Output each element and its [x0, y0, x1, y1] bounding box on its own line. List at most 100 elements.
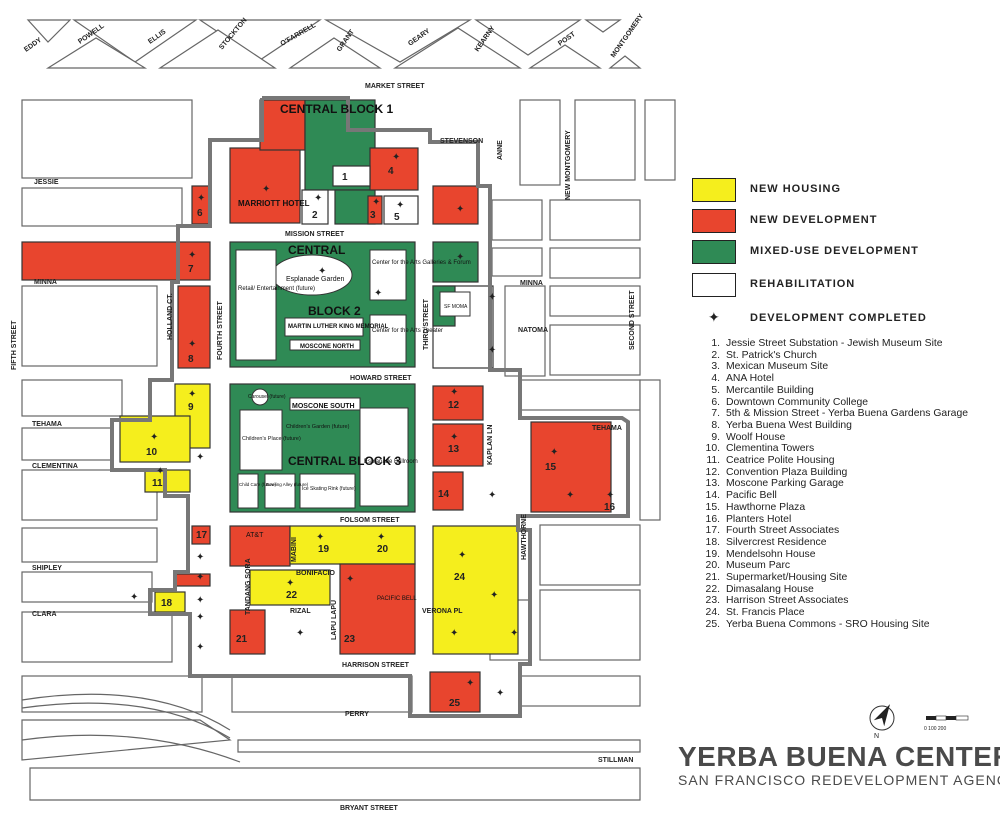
svg-text:✦: ✦ — [188, 389, 196, 400]
site-list-item: 5.Mercantile Building — [702, 385, 968, 397]
svg-text:VERONA PL: VERONA PL — [422, 608, 463, 615]
svg-text:TEHAMA: TEHAMA — [592, 425, 622, 432]
zone-7 — [21, 241, 211, 281]
svg-text:✦: ✦ — [466, 678, 474, 689]
site-list-item: 12.Convention Plaza Building — [702, 467, 968, 479]
site-number: 5. — [711, 384, 720, 396]
central-block-3-label: CENTRAL BLOCK 3 — [288, 454, 401, 468]
svg-text:18: 18 — [161, 598, 173, 609]
zone-12 — [432, 385, 484, 421]
site-name: Moscone Parking Garage — [726, 478, 844, 490]
svg-text:20: 20 — [377, 544, 389, 555]
site-number: 18. — [705, 536, 720, 548]
svg-text:✦: ✦ — [188, 250, 196, 261]
svg-text:✦: ✦ — [196, 572, 204, 583]
svg-text:LAPU LAPU: LAPU LAPU — [331, 600, 338, 640]
central-block-1-label: CENTRAL BLOCK 1 — [280, 102, 393, 116]
childrens-garden-label: Children's Garden (future) — [286, 424, 350, 430]
site-name: Pacific Bell — [726, 490, 777, 502]
svg-text:✦: ✦ — [392, 152, 400, 163]
svg-text:✦: ✦ — [566, 490, 574, 501]
completed-markers: ✦✦✦ ✦✦✦ ✦✦✦ ✦✦✦ ✦✦✦ ✦✦✦ ✦✦✦ ✦✦✦ ✦✦✦ ✦✦✦ … — [130, 152, 614, 699]
svg-text:JESSIE: JESSIE — [34, 179, 59, 186]
svg-text:✦: ✦ — [196, 552, 204, 563]
svg-text:✦: ✦ — [510, 628, 518, 639]
site-list-item: 7.5th & Mission Street - Yerba Buena Gar… — [702, 408, 968, 420]
site-number: 12. — [705, 466, 720, 478]
site-name: Yerba Buena Commons - SRO Housing Site — [726, 618, 930, 630]
zone-10 — [119, 415, 191, 463]
att-label: AT&T — [246, 532, 264, 539]
site-number: 11. — [706, 455, 720, 467]
svg-text:✦: ✦ — [450, 628, 458, 639]
rail-curves — [21, 693, 241, 763]
mlk-label: MARTIN LUTHER KING MEMORIAL — [288, 324, 389, 330]
svg-text:13: 13 — [448, 444, 460, 455]
svg-text:BONIFACIO: BONIFACIO — [296, 570, 335, 577]
pacific-bell-label: PACIFIC BELL — [377, 596, 417, 602]
svg-text:BRYANT STREET: BRYANT STREET — [340, 805, 399, 812]
svg-text:✦: ✦ — [458, 550, 466, 561]
site-name: Yerba Buena West Building — [726, 419, 852, 431]
site-list-item: 13.Moscone Parking Garage — [702, 478, 968, 490]
site-number: 14. — [705, 490, 720, 502]
svg-text:21: 21 — [236, 634, 248, 645]
svg-text:4: 4 — [388, 166, 394, 177]
zone-11 — [144, 469, 191, 493]
completed-star-icon: ✦ — [708, 309, 720, 325]
site-list: 1.Jessie Street Substation - Jewish Muse… — [702, 338, 968, 631]
esplanade-ballroom-label: Esplanade Ballroom — [364, 459, 418, 465]
site-list-item: 11.Ceatrice Polite Housing — [702, 455, 968, 467]
site-number: 19. — [705, 548, 720, 560]
svg-text:✦: ✦ — [372, 197, 380, 208]
svg-text:FOURTH STREET: FOURTH STREET — [217, 301, 224, 360]
site-list-item: 24.St. Francis Place — [702, 607, 968, 619]
site-name: St. Francis Place — [726, 607, 805, 619]
svg-text:0 100 200: 0 100 200 — [924, 726, 946, 732]
site-name: Downtown Community College — [726, 396, 869, 408]
page-subtitle: SAN FRANCISCO REDEVELOPMENT AGENCY — [678, 772, 1000, 788]
area-labels: CENTRAL BLOCK 1 MARRIOTT HOTEL CENTRAL E… — [238, 102, 471, 602]
site-number: 2. — [711, 349, 720, 361]
site-number: 22. — [705, 583, 720, 595]
site-name: Mendelsohn House — [726, 548, 816, 560]
site-name: Woolf House — [726, 431, 786, 443]
svg-text:✦: ✦ — [346, 574, 354, 585]
site-name: St. Patrick's Church — [726, 349, 817, 361]
site-name: Jessie Street Substation - Jewish Museum… — [726, 338, 943, 349]
svg-text:✦: ✦ — [374, 288, 382, 299]
svg-text:✦: ✦ — [316, 532, 324, 543]
site-list-item: 16.Planters Hotel — [702, 514, 968, 526]
site-list-item: 19. Mendelsohn House — [702, 549, 968, 561]
svg-text:HOWARD STREET: HOWARD STREET — [350, 375, 412, 382]
svg-text:✦: ✦ — [197, 193, 205, 204]
mixed-use-swatch — [692, 240, 736, 264]
svg-text:12: 12 — [448, 400, 460, 411]
site-number: 8. — [711, 419, 720, 431]
svg-text:✦: ✦ — [296, 628, 304, 639]
site-list-item: 6. Downtown Community College — [702, 397, 968, 409]
svg-text:HAWTHORNE: HAWTHORNE — [521, 514, 528, 560]
site-list-item: 9.Woolf House — [702, 432, 968, 444]
site-number: 6. — [711, 396, 720, 408]
site-number: 4. — [711, 373, 720, 385]
svg-text:✦: ✦ — [550, 447, 558, 458]
site-numbers: 1 2 3 4 5 6 7 8 9 10 11 12 13 14 15 16 1… — [146, 166, 616, 709]
site-number: 23. — [705, 595, 720, 607]
svg-text:14: 14 — [438, 489, 450, 500]
site-list-item: 4.ANA Hotel — [702, 373, 968, 385]
svg-text:✦: ✦ — [196, 452, 204, 463]
svg-text:CLEMENTINA: CLEMENTINA — [32, 463, 78, 470]
esplanade-garden-label: Esplanade Garden — [286, 276, 344, 283]
svg-text:2: 2 — [312, 210, 318, 221]
svg-text:5: 5 — [394, 212, 400, 223]
scale-bar: 0 100 200 — [924, 715, 969, 732]
svg-text:SECOND STREET: SECOND STREET — [629, 290, 636, 350]
site-name: Planters Hotel — [726, 513, 792, 525]
bowling-label: Bowling Alley (future) — [266, 482, 309, 487]
site-list-item: 25.Yerba Buena Commons - SRO Housing Sit… — [702, 619, 968, 631]
site-number: 3. — [711, 361, 720, 373]
site-name: Supermarket/Housing Site — [726, 572, 848, 584]
site-list-item: 20.Museum Parc — [702, 560, 968, 572]
